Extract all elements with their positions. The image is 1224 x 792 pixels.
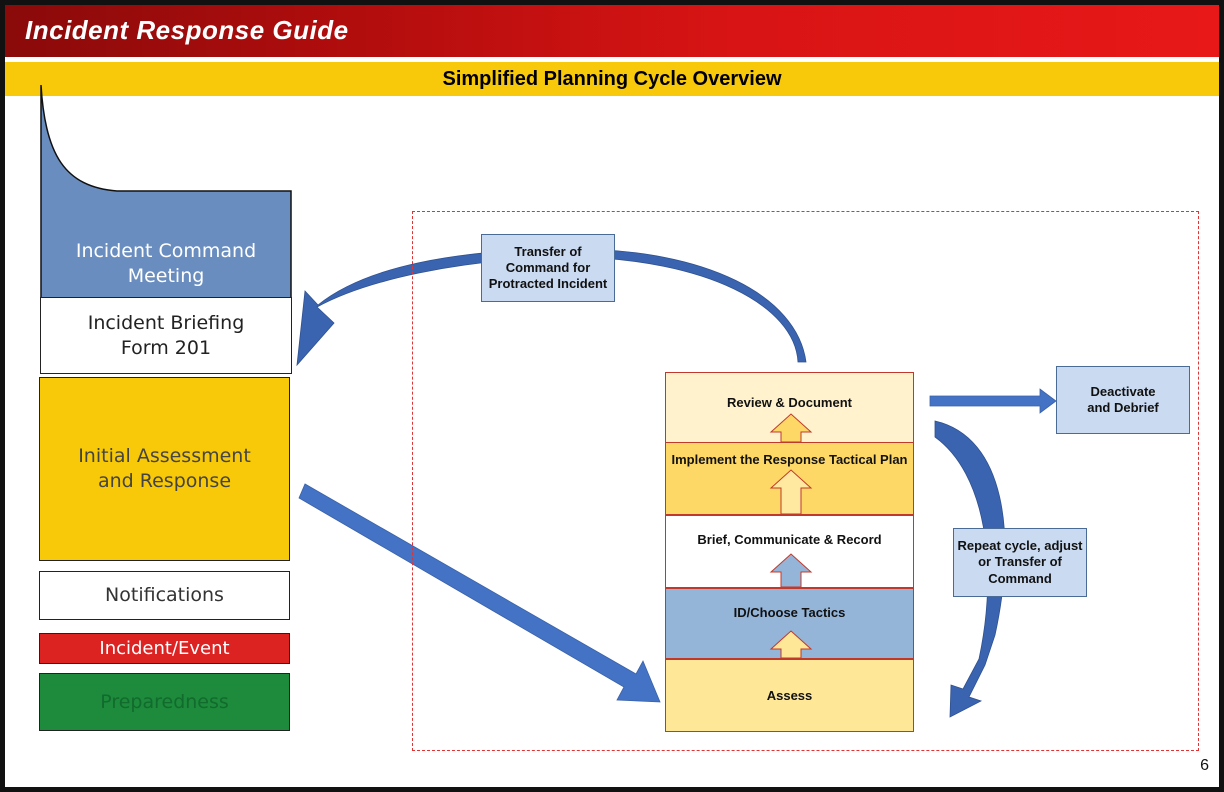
diagram-shapes — [40, 84, 1057, 718]
meeting-pennant-shape — [40, 84, 292, 304]
note-deactivate-label: Deactivate and Debrief — [1087, 383, 1159, 415]
header-title: Incident Response Guide — [25, 15, 349, 45]
header-bar: Incident Response Guide — [5, 5, 1219, 57]
preparedness-label: Preparedness — [100, 690, 229, 713]
stage-choose-tactics: ID/Choose Tactics — [665, 588, 914, 659]
stage-brief-label: Brief, Communicate & Record — [697, 532, 882, 547]
stage-brief-communicate: Brief, Communicate & Record — [665, 515, 914, 588]
note-repeat-cycle: Repeat cycle, adjust or Transfer of Comm… — [953, 528, 1087, 597]
repeat-curve-arrow — [934, 420, 1006, 718]
stage-assess-label: Assess — [766, 688, 813, 703]
subheader-title: Simplified Planning Cycle Overview — [442, 68, 782, 90]
incident-briefing-label: Incident Briefing Form 201 — [87, 311, 245, 359]
preparedness-box: Preparedness — [39, 673, 290, 731]
incident-event-box: Incident/Event — [39, 633, 290, 664]
planning-cycle-frame — [412, 211, 1199, 751]
stage-review-label: Review & Document — [727, 395, 852, 410]
incident-command-meeting-label: Incident Command Meeting — [75, 240, 257, 287]
incident-event-label: Incident/Event — [99, 637, 230, 659]
initial-assessment-box: Initial Assessment and Response — [39, 377, 290, 561]
stage-assess: Assess — [665, 659, 914, 732]
note-transfer-label: Transfer of Command for Protracted Incid… — [488, 243, 608, 292]
initial-assessment-label: Initial Assessment and Response — [78, 445, 251, 492]
deactivate-arrow — [929, 388, 1057, 414]
subheader-bar: Simplified Planning Cycle Overview — [5, 62, 1219, 96]
assess-straight-arrow — [298, 483, 661, 703]
note-deactivate-debrief: Deactivate and Debrief — [1056, 366, 1190, 434]
notifications-label: Notifications — [105, 584, 224, 607]
page-number: 6 — [1200, 757, 1209, 774]
stage-implement-label: Implement the Response Tactical Plan — [671, 452, 908, 467]
incident-command-meeting: Incident Command Meeting — [41, 225, 291, 303]
stage-review-document: Review & Document — [665, 372, 914, 444]
transfer-curve-arrow — [296, 248, 807, 367]
notifications-box: Notifications — [39, 571, 290, 620]
stage-implement-plan: Implement the Response Tactical Plan — [665, 442, 914, 515]
note-transfer-of-command: Transfer of Command for Protracted Incid… — [481, 234, 615, 302]
note-repeat-label: Repeat cycle, adjust or Transfer of Comm… — [957, 538, 1083, 586]
stage-tactics-label: ID/Choose Tactics — [733, 605, 846, 620]
incident-briefing-form: Incident Briefing Form 201 — [40, 297, 292, 374]
